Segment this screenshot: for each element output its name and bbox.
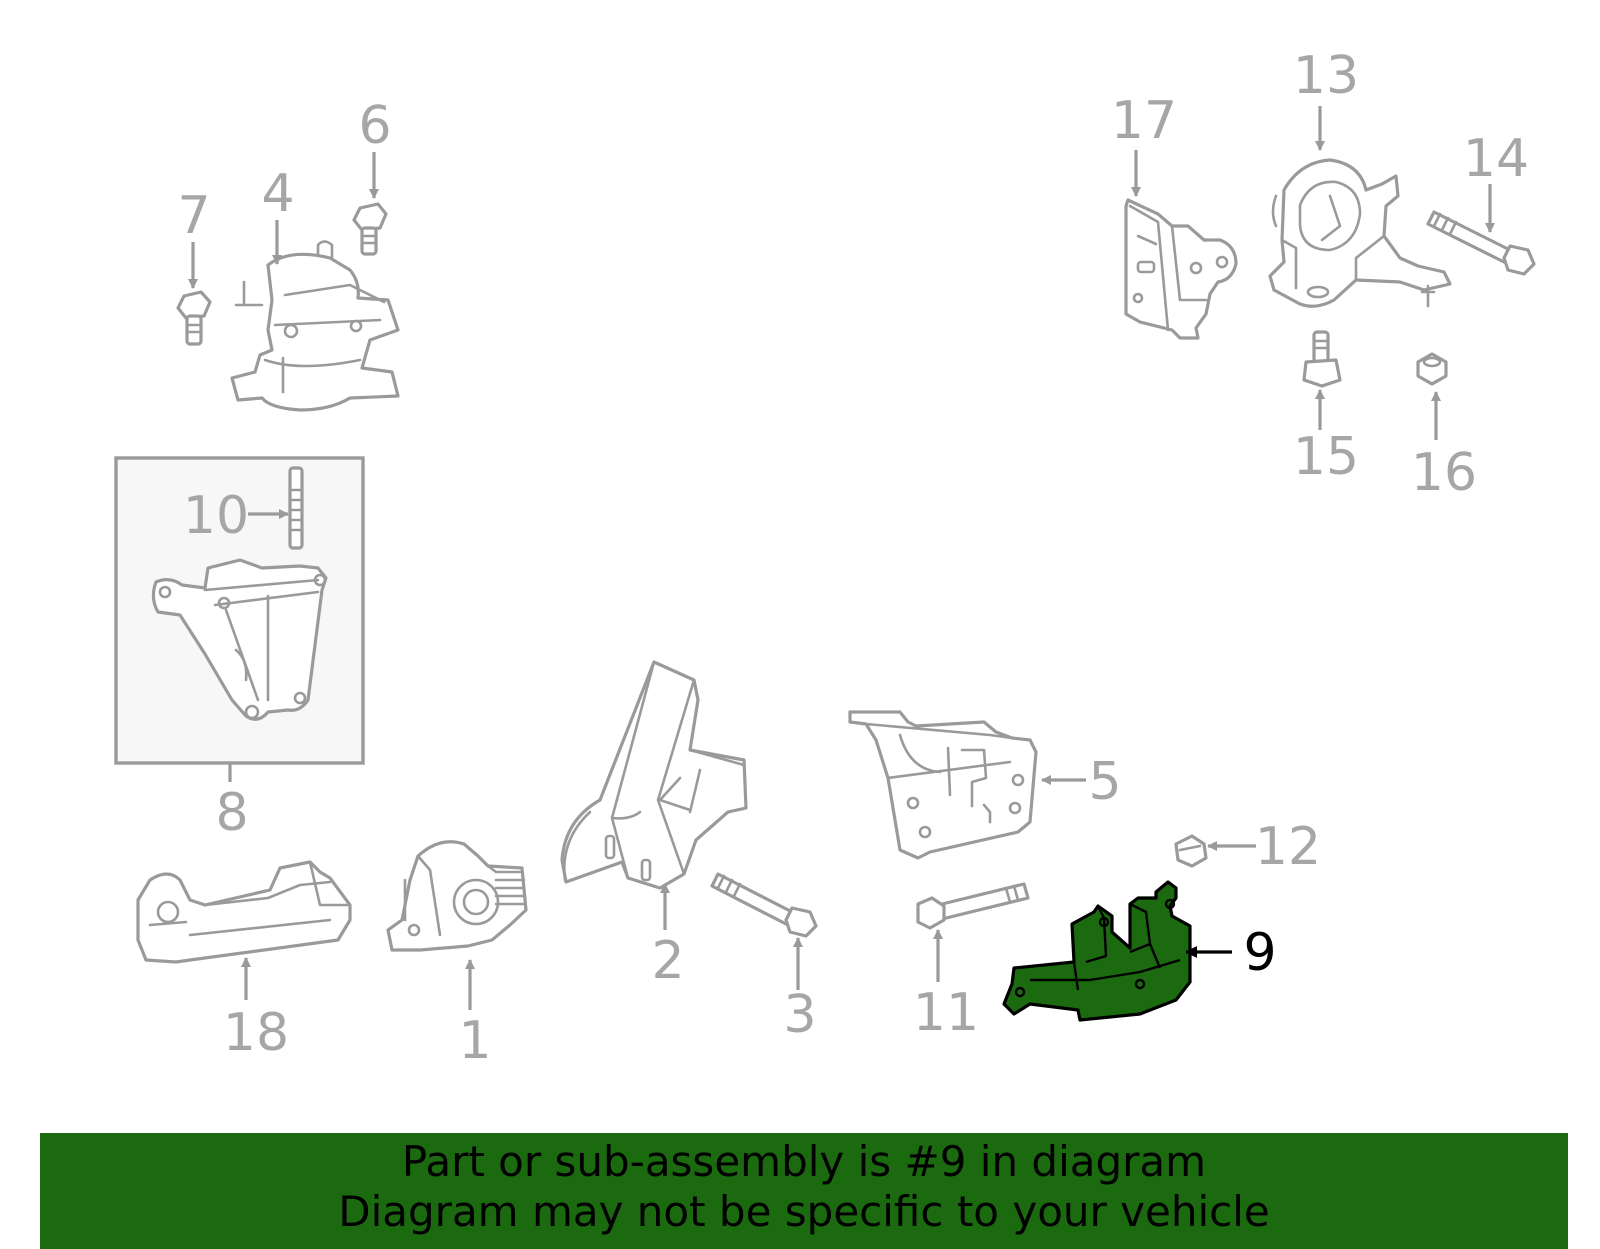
label-16: 16 (1411, 443, 1477, 503)
label-4: 4 (261, 164, 294, 224)
label-8: 8 (215, 783, 248, 843)
label-15: 15 (1293, 427, 1359, 487)
label-2: 2 (651, 931, 684, 991)
callout-labels: 1 2 3 4 5 6 7 8 9 10 11 12 13 14 15 16 1… (177, 46, 1529, 1071)
part-17-bracket[interactable] (1124, 198, 1238, 340)
leader-lines (188, 106, 1495, 1010)
banner-line-disclaimer: Diagram may not be specific to your vehi… (338, 1187, 1270, 1236)
part-7-bolt[interactable] (176, 290, 212, 346)
label-14: 14 (1463, 129, 1529, 189)
label-7: 7 (177, 186, 210, 246)
label-17: 17 (1111, 91, 1177, 151)
part-11-bolt[interactable] (916, 882, 1030, 930)
part-18-bracket[interactable] (136, 860, 352, 964)
label-18: 18 (223, 1003, 289, 1063)
info-banner: Part or sub-assembly is #9 in diagram Di… (40, 1133, 1568, 1249)
label-1: 1 (458, 1011, 491, 1071)
part-14-bolt[interactable] (1426, 210, 1536, 276)
part-13-mount[interactable] (1268, 158, 1452, 308)
label-10: 10 (183, 486, 249, 546)
part-5-bracket[interactable] (848, 710, 1038, 860)
label-6: 6 (358, 96, 391, 156)
part-4-engine-mount[interactable] (230, 240, 400, 412)
part-12-nut[interactable] (1174, 834, 1208, 868)
part-8-assembly-box[interactable] (114, 456, 365, 765)
label-13: 13 (1293, 46, 1359, 106)
label-3: 3 (783, 985, 816, 1045)
banner-line-part-info: Part or sub-assembly is #9 in diagram (401, 1137, 1207, 1186)
part-9-bracket-highlighted[interactable] (1002, 880, 1192, 1022)
label-11: 11 (913, 983, 979, 1043)
part-15-bolt[interactable] (1302, 330, 1342, 388)
part-3-bolt[interactable] (710, 872, 818, 938)
part-2-bracket[interactable] (560, 660, 748, 890)
part-6-bolt[interactable] (352, 202, 388, 256)
part-16-nut[interactable] (1416, 352, 1448, 386)
label-9-highlighted: 9 (1243, 923, 1276, 983)
label-5: 5 (1088, 752, 1121, 812)
part-1-mount[interactable] (386, 840, 528, 952)
label-12: 12 (1255, 817, 1321, 877)
